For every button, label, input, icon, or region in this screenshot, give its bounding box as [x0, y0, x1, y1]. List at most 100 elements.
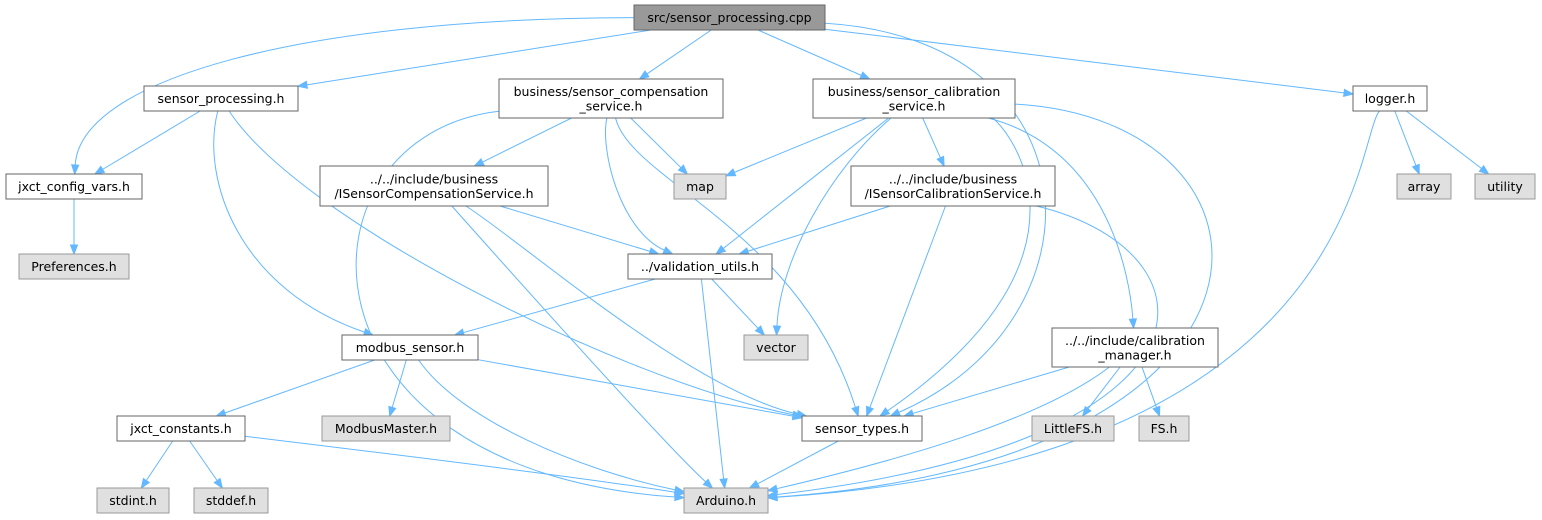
node-logger[interactable]: logger.h — [1352, 85, 1428, 112]
node-box-arduino — [683, 487, 769, 514]
node-sensor_processing_h[interactable]: sensor_processing.h — [143, 85, 299, 112]
node-label-fs: FS.h — [1151, 421, 1178, 436]
node-comp_service[interactable]: business/sensor_compensation_service.h — [498, 78, 724, 119]
arrowhead-calib_service-to-i_calib — [936, 155, 945, 168]
node-label-littlefs: LittleFS.h — [1044, 421, 1102, 436]
node-label-calib_manager-line2: _manager.h — [1097, 347, 1171, 362]
node-label-i_comp-line2: /ISensorCompensationService.h — [334, 186, 533, 201]
node-label-sensor_processing_h: sensor_processing.h — [158, 91, 285, 106]
arrowhead-logger-to-array — [1411, 163, 1420, 176]
node-utility: utility — [1474, 173, 1536, 200]
arrowhead-root-to-comp_service — [638, 70, 650, 80]
edge-modbus_sensor-to-constants — [224, 359, 375, 414]
arrowhead-calib_manager-to-littlefs — [1081, 405, 1092, 418]
arrowhead-modbus_sensor-to-constants — [215, 408, 227, 417]
edge-i_calib-to-sensor_types — [869, 205, 946, 408]
edge-comp_service-to-sensor_types — [615, 117, 856, 408]
edge-validation-to-arduino — [700, 278, 725, 480]
node-sensor_types[interactable]: sensor_types.h — [801, 415, 923, 442]
node-i_comp[interactable]: ../../include/business/ISensorCompensati… — [319, 165, 549, 207]
arrowhead-calib_service-to-calib_manager — [1128, 318, 1138, 330]
node-box-i_calib — [850, 165, 1056, 207]
node-label-utility: utility — [1487, 179, 1523, 194]
edge-modbus_sensor-to-modbusmaster — [391, 359, 407, 408]
arrowhead-validation-to-arduino — [719, 478, 728, 490]
arrowhead-comp_service-to-i_comp — [473, 157, 485, 167]
node-label-comp_service-line1: business/sensor_compensation — [514, 84, 709, 99]
arrowhead-sensor_processing_h-to-modbus_sensor — [362, 327, 375, 336]
edge-validation-to-modbus_sensor — [463, 278, 656, 334]
edge-root-to-config_vars — [74, 17, 635, 166]
node-box-calib_service — [812, 78, 1016, 119]
node-root[interactable]: src/sensor_processing.cpp — [633, 4, 826, 31]
node-modbus_sensor[interactable]: modbus_sensor.h — [341, 334, 479, 361]
edge-calib_manager-to-fs — [1141, 366, 1157, 408]
node-label-i_calib-line1: ../../include/business — [889, 171, 1017, 186]
edge-calib_service-to-arduino — [776, 103, 1213, 498]
arrowhead-calib_service-to-map — [724, 168, 737, 177]
arrowhead-root-to-sensor_types — [889, 408, 901, 417]
node-label-root: src/sensor_processing.cpp — [647, 10, 811, 25]
arrowhead-comp_service-to-sensor_types — [851, 405, 860, 418]
node-box-calib_manager — [1051, 327, 1219, 368]
node-label-arduino: Arduino.h — [696, 493, 756, 508]
node-box-map — [673, 173, 727, 200]
edge-root-to-sensor_processing_h — [306, 29, 652, 86]
node-box-utility — [1474, 173, 1536, 200]
edge-calib_service-to-i_calib — [922, 117, 941, 158]
node-box-fs — [1138, 415, 1190, 442]
node-label-constants: jxct_constants.h — [129, 421, 231, 436]
edge-calib_service-to-sensor_types — [887, 117, 1031, 412]
arrowhead-constants-to-stdint — [140, 477, 151, 490]
node-config_vars[interactable]: jxct_config_vars.h — [5, 173, 143, 200]
node-label-sensor_types: sensor_types.h — [815, 421, 909, 436]
node-fs: FS.h — [1138, 415, 1190, 442]
arrowhead-calib_manager-to-fs — [1152, 405, 1161, 418]
edge-logger-to-arduino — [776, 110, 1380, 498]
arrowhead-root-to-logger — [1343, 88, 1355, 98]
node-calib_manager[interactable]: ../../include/calibration_manager.h — [1051, 327, 1219, 368]
node-arduino: Arduino.h — [683, 487, 769, 514]
node-label-preferences: Preferences.h — [31, 259, 116, 274]
node-label-comp_service-line2: _service.h — [579, 98, 643, 113]
node-label-calib_manager-line1: ../../include/calibration — [1065, 333, 1205, 348]
node-label-calib_service-line2: _service.h — [882, 98, 946, 113]
edge-comp_service-to-validation — [605, 117, 665, 251]
node-map: map — [673, 173, 727, 200]
arrowhead-calib_manager-to-arduino — [766, 484, 779, 493]
edge-modbus_sensor-to-sensor_types — [477, 359, 794, 417]
arrowhead-i_calib-to-arduino — [766, 490, 778, 499]
node-label-stdint: stdint.h — [109, 493, 157, 508]
arrowhead-constants-to-stddef — [213, 477, 224, 490]
edge-logger-to-array — [1394, 110, 1417, 166]
node-calib_service[interactable]: business/sensor_calibration_service.h — [812, 78, 1016, 119]
arrowhead-root-to-calib_service — [859, 71, 871, 80]
edge-root-to-comp_service — [646, 29, 712, 75]
edge-comp_service-to-i_comp — [482, 117, 572, 163]
node-stddef: stddef.h — [193, 487, 269, 514]
arrowhead-modbus_sensor-to-sensor_types — [791, 411, 804, 421]
node-littlefs: LittleFS.h — [1031, 415, 1115, 442]
node-modbusmaster: ModbusMaster.h — [321, 415, 451, 442]
node-label-modbus_sensor: modbus_sensor.h — [356, 340, 465, 355]
node-box-littlefs — [1031, 415, 1115, 442]
node-box-root — [633, 4, 826, 31]
node-constants[interactable]: jxct_constants.h — [116, 415, 246, 442]
nodes-layer: src/sensor_processing.cpp sensor_processi… — [5, 4, 1536, 514]
node-box-modbus_sensor — [341, 334, 479, 361]
node-i_calib[interactable]: ../../include/business/ISensorCalibratio… — [850, 165, 1056, 207]
edge-comp_service-to-map — [630, 117, 682, 169]
edge-sensor_types-to-arduino — [757, 440, 839, 485]
node-box-config_vars — [5, 173, 143, 200]
arrowhead-calib_service-to-validation — [715, 244, 727, 255]
node-box-comp_service — [498, 78, 724, 119]
node-validation[interactable]: ../validation_utils.h — [627, 253, 773, 280]
arrowhead-modbus_sensor-to-modbusmaster — [388, 405, 397, 418]
arrowhead-comp_service-to-validation — [662, 246, 674, 255]
node-box-array — [1396, 173, 1452, 200]
edge-i_calib-to-validation — [747, 205, 891, 252]
edge-constants-to-stddef — [189, 440, 218, 481]
node-label-array: array — [1408, 179, 1441, 194]
node-box-constants — [116, 415, 246, 442]
